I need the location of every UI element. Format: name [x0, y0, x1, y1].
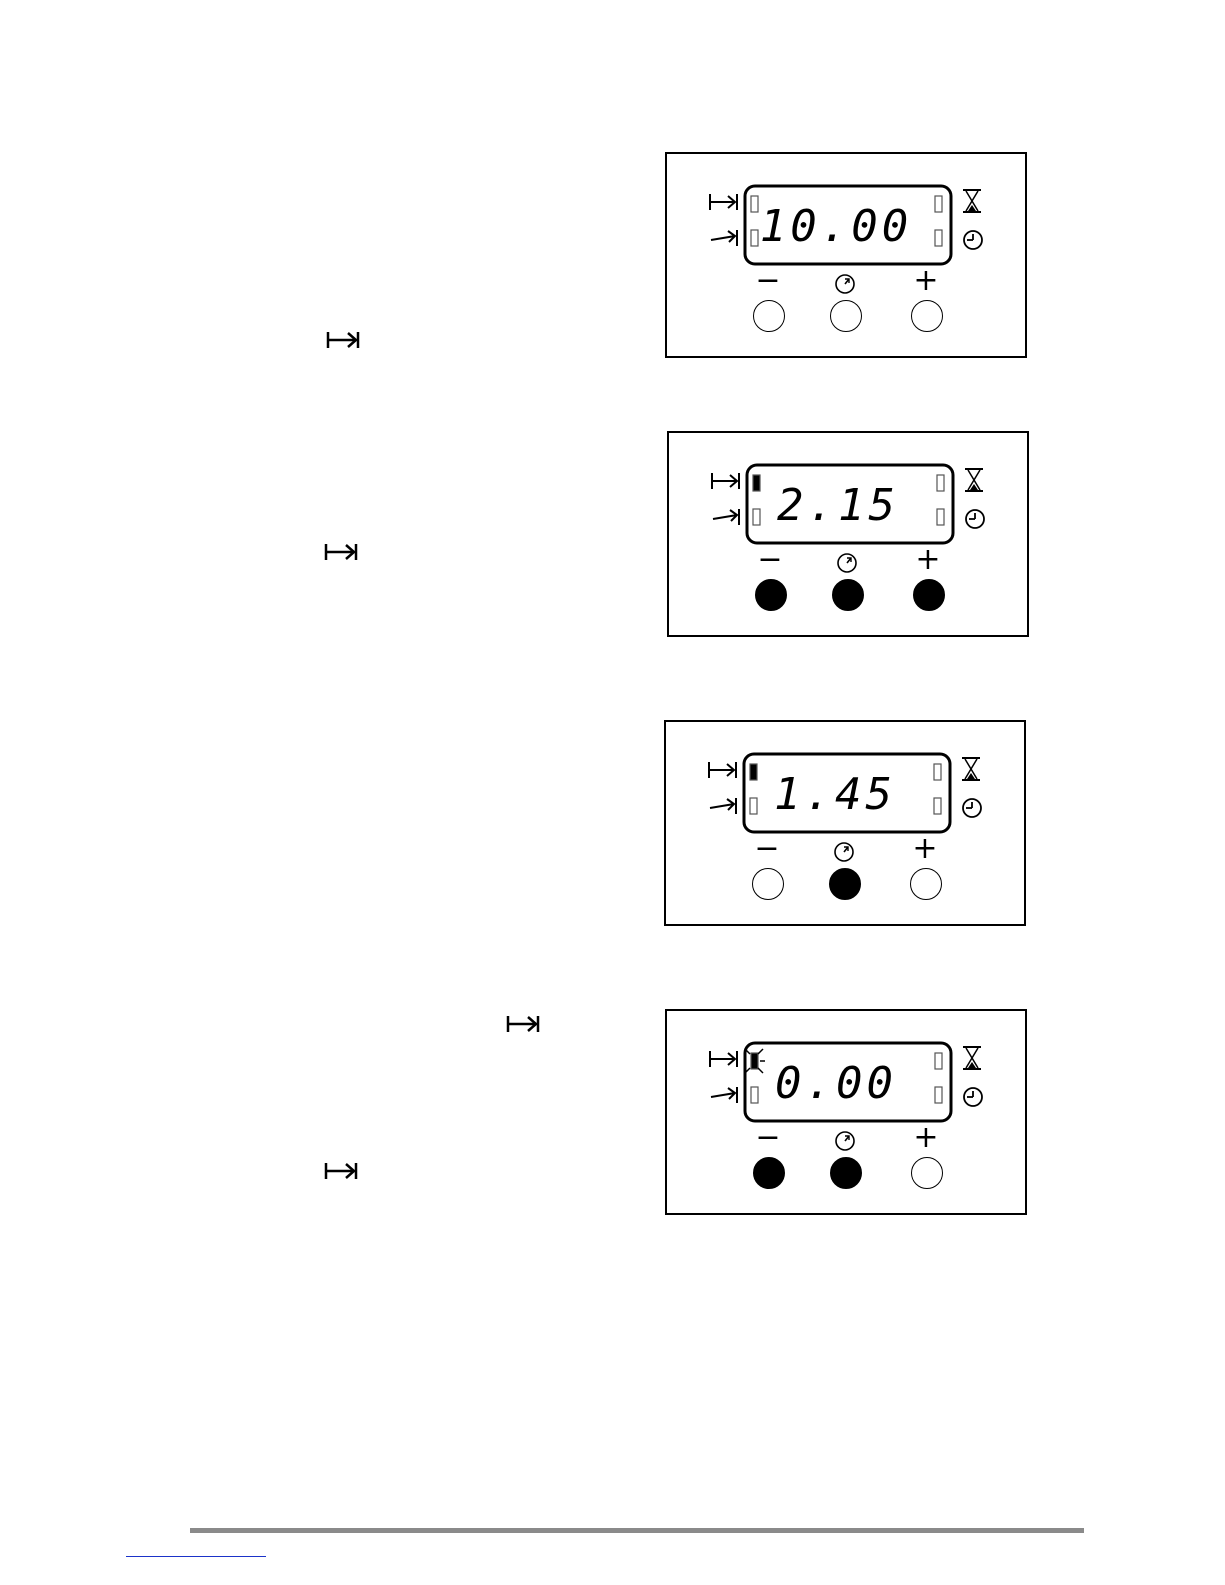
- clock-icon: [964, 1088, 982, 1106]
- hourglass-icon: [962, 758, 980, 780]
- start-time-icon: [713, 509, 739, 525]
- minus-symbol: −: [755, 545, 785, 575]
- plus-symbol: +: [911, 1123, 941, 1153]
- time-readout: 0.00: [757, 1051, 915, 1115]
- timer-select-icon: [836, 1132, 854, 1150]
- minute-minder-indicator: [937, 475, 944, 491]
- hourglass-icon: [963, 190, 981, 212]
- clock-indicator: [935, 230, 942, 246]
- clock-icon: [963, 799, 981, 817]
- timer-panel: 0.00 − +: [665, 1009, 1027, 1215]
- minus-button[interactable]: [752, 868, 784, 900]
- minute-minder-indicator: [935, 196, 942, 212]
- minus-symbol: −: [753, 1123, 783, 1153]
- timer-select-icon: [835, 843, 853, 861]
- timer-select-icon: [838, 554, 856, 572]
- end-time-icon: [710, 1051, 737, 1067]
- footer-rule: [190, 1528, 1084, 1533]
- minus-button[interactable]: [753, 300, 785, 332]
- clock-indicator: [935, 1087, 942, 1103]
- select-button[interactable]: [830, 300, 862, 332]
- start-time-icon: [711, 230, 737, 246]
- plus-symbol: +: [910, 834, 940, 864]
- minus-symbol: −: [752, 834, 782, 864]
- plus-button[interactable]: [910, 868, 942, 900]
- clock-indicator: [934, 798, 941, 814]
- clock-indicator: [937, 509, 944, 525]
- minute-minder-indicator: [935, 1053, 942, 1069]
- start-time-icon: [710, 798, 736, 814]
- end-time-icon: [712, 473, 739, 489]
- end-time-icon: [324, 542, 358, 562]
- timer-panel: 2.15 − +: [667, 431, 1029, 637]
- minus-button[interactable]: [755, 579, 787, 611]
- timer-panel: 1.45 − +: [664, 720, 1026, 926]
- clock-icon: [966, 510, 984, 528]
- end-time-icon: [324, 1161, 358, 1181]
- minute-minder-indicator: [934, 764, 941, 780]
- end-time-icon: [709, 762, 736, 778]
- time-readout: 10.00: [757, 194, 915, 258]
- hourglass-icon: [963, 1047, 981, 1069]
- footer-link-underline[interactable]: [126, 1556, 266, 1557]
- timer-select-icon: [836, 275, 854, 293]
- select-button[interactable]: [829, 868, 861, 900]
- minus-symbol: −: [753, 266, 783, 296]
- end-time-icon: [326, 330, 360, 350]
- timer-panel: 10.00 − +: [665, 152, 1027, 358]
- select-button[interactable]: [830, 1157, 862, 1189]
- start-time-icon: [711, 1087, 737, 1103]
- end-time-icon: [710, 194, 737, 210]
- select-button[interactable]: [832, 579, 864, 611]
- hourglass-icon: [965, 469, 983, 491]
- clock-icon: [964, 231, 982, 249]
- plus-symbol: +: [911, 266, 941, 296]
- plus-button[interactable]: [913, 579, 945, 611]
- minus-button[interactable]: [753, 1157, 785, 1189]
- plus-button[interactable]: [911, 1157, 943, 1189]
- time-readout: 2.15: [759, 473, 917, 537]
- time-readout: 1.45: [756, 762, 914, 826]
- end-time-icon: [506, 1014, 540, 1034]
- plus-symbol: +: [913, 545, 943, 575]
- plus-button[interactable]: [911, 300, 943, 332]
